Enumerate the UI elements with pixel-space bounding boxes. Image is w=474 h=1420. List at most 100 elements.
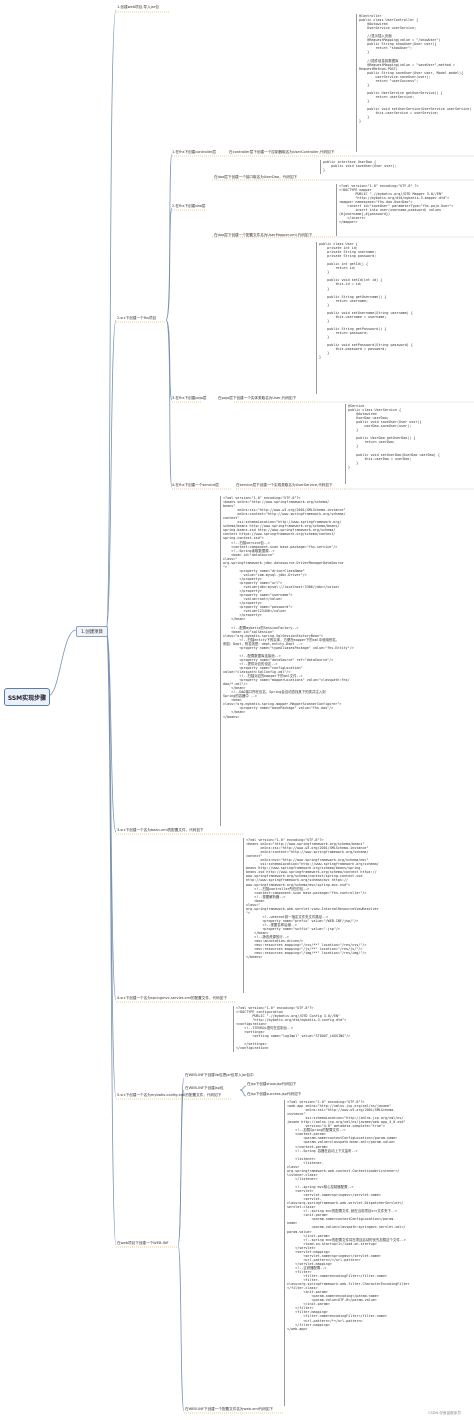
web-xml-code-line: <!--spring mvc核心控制器配置--> xyxy=(287,1184,354,1189)
dao-mapper-code-line: "http://mybatis.org/dtd/mybatis-3-mapper… xyxy=(339,196,450,201)
step-node-4[interactable]: 4.src下创建一个名为springmvc-servlet.xml的配置文件，代… xyxy=(117,996,227,1000)
springmvc-xml-code-line: www.springframework.org/schema/context/s… xyxy=(246,874,363,879)
webinf-lib-node[interactable]: 在WEB-INF下创建lib包把jar包导入jar包中 xyxy=(185,1073,254,1077)
pojo-code-line: } xyxy=(319,270,330,275)
bean-xml-code-line: <property name="dataSource" ref="dataSou… xyxy=(223,657,334,662)
pojo-code-line: } xyxy=(319,335,330,340)
root-node[interactable]: SSM实现步骤 xyxy=(4,688,50,706)
bean-xml-code-line: context" xyxy=(223,516,240,521)
service-code-line: @Service xyxy=(348,404,365,408)
fhs-dao-node[interactable]: 2.在fhs下创建dao层 xyxy=(172,204,206,208)
dao-mapper-code-line: PUBLIC "-//mybatis.org//DTD Mapper 3.0//… xyxy=(339,192,444,197)
springmvc-xml-code-line: <mvc:annotation-driven/> xyxy=(246,939,304,944)
bean-xml-code-line: spring-context.xsd"> xyxy=(223,536,264,541)
bean-xml-code-line: value="classpath:SqlConfig.xml"/> xyxy=(223,670,291,675)
springmvc-xml-code-line: http://www.springframework.org/schema/mv… xyxy=(246,878,349,883)
webinf-jsp-node[interactable]: 在WEB-INF下创建jsp包 xyxy=(185,1086,224,1090)
step-node-6[interactable]: 在web项目下创建一个WEB-INF xyxy=(117,1241,169,1245)
dao-interface-code-line: } xyxy=(323,168,326,173)
controller-code-line: //显示插入页面 xyxy=(359,34,392,39)
webinf-webxml-node[interactable]: 在WEB-INF下创建一个配置文件名为web.xml代码如下 xyxy=(185,1407,274,1411)
web-xml-code-line: <!--过滤器配置--> xyxy=(287,1265,327,1270)
controller-code-line: public void setUserService(UserService u… xyxy=(359,107,473,112)
springmvc-xml-code-line: beans.xsd http://www.springframework.org… xyxy=(246,870,377,875)
mybatis-config-code: <?xml version="1.0" encoding="UTF-8"?> <!… xyxy=(233,1006,416,1052)
fhs-controller-node[interactable]: 1.在fhs下创建controller层 xyxy=(172,150,216,154)
service-note[interactable]: 在service层下创建一个实现类取名为UserService,代码如下 xyxy=(236,483,333,487)
web-xml-code-line: <!--Spring 容器在启动上下文监听--> xyxy=(287,1148,358,1153)
springmvc-xml-code-line: </beans> xyxy=(246,955,263,960)
service-code-line: } xyxy=(348,444,359,449)
pojo-code-line: this.username = username; xyxy=(319,314,387,319)
controller-code-line: userService.saveUser(user); xyxy=(359,74,431,79)
mybatis-config-code-line: "http://mybatis.org/dtd/mybatis-3-config… xyxy=(236,1018,347,1023)
jsp-show-node[interactable]: 在jsp下创建show.jsp代码如下 xyxy=(247,1082,297,1086)
pojo-code-line: } xyxy=(319,355,322,360)
dao-mapper-code-line: </mapper> xyxy=(339,220,358,225)
bean-xml-code-line: class="org.mybatis.spring.SqlSessionFact… xyxy=(223,633,324,638)
springmvc-xml-code-line: <mvc:resources mapping="/js/**" location… xyxy=(246,947,363,952)
fhs-pojo-node[interactable]: 3.在fhs下创建pojo层 xyxy=(172,396,207,400)
bean-xml-code-line: value="com.mysql.jdbc.Driver"/> xyxy=(223,572,307,577)
bean-xml-code-line: <value>root</value> xyxy=(223,597,283,602)
service-code-line: userDao.saveUser(user); xyxy=(348,424,412,429)
bean-xml-code-line: <property name="url"> xyxy=(223,580,283,585)
springmvc-xml-code-line: xmlns:mvc="http://www.springframework.or… xyxy=(246,858,369,863)
pojo-code-line: } xyxy=(319,318,330,323)
springmvc-xml-code-line: <beans xmlns="http://www.springframework… xyxy=(246,842,365,847)
pojo-note[interactable]: 在pojo层下创建一个实体类取名为User,代码如下 xyxy=(218,396,297,400)
step-node-5[interactable]: 5.src下创建一个名为mybatis-config.xml的配置文件，代码如下 xyxy=(117,1093,222,1097)
pojo-code-line: return id; xyxy=(319,266,356,271)
controller-code-line: //插件信息到数据库 xyxy=(359,58,399,63)
service-code-line: } xyxy=(348,464,351,469)
web-xml-code-line: <!--spring mvc的配置文件将在项目启动时优先加载这个文件--> xyxy=(287,1237,406,1242)
controller-code-line: } xyxy=(359,98,370,103)
web-xml-code-line: class> xyxy=(287,1164,300,1169)
web-xml-code-line: xsi:schemaLocation="http://xmlns.jcp.org… xyxy=(287,1116,404,1121)
service-code-line: public void setUserDao(UserDao userDao) … xyxy=(348,452,440,457)
mybatis-config-code-line: <!--ITENSQL语句在控制台--> xyxy=(236,1026,294,1031)
bean-xml-code-line: </beans> xyxy=(223,714,240,719)
web-xml-code-line: listener-class> xyxy=(287,1172,318,1177)
springmvc-xml-code-line: class=" xyxy=(246,902,261,907)
bean-xml-code-line: <!--Spring读取数据源--> xyxy=(223,548,275,553)
bean-xml-code-line: xsi:schemaLocation="http://www.springfra… xyxy=(223,520,342,525)
web-xml-code-line: class>org.springframework.web.filter.Cha… xyxy=(287,1282,410,1287)
step-node-3[interactable]: 3.src下创建一个名为bean.xml的配置文件，代码如下 xyxy=(117,828,204,832)
main-label: 1.创建项目 xyxy=(81,629,103,635)
dao-interface-code: public interface UserDao { public void s… xyxy=(320,160,443,174)
bean-xml-code-line: <value>123456</value> xyxy=(223,609,287,614)
dao-mapper-note[interactable]: 在dao层下创建一个配置文件名为UserMapper.xml,代码如下 xyxy=(214,233,313,237)
controller-note[interactable]: 在controller层下创建一个控制器取名为UserController,代码… xyxy=(229,150,335,154)
bean-xml-code-line: <beans xmlns="http://www.springframework… xyxy=(223,500,330,505)
springmvc-xml-code-line: <?xml version="1.0" encoding="UTF-8"?> xyxy=(246,838,324,842)
step-node-1[interactable]: 1.创建web项目,导入jar包 xyxy=(117,5,159,9)
bean-xml-code-line: class=" xyxy=(223,556,238,561)
bean-xml-code-line: class="org.mybatis.spring.mapper.MapperS… xyxy=(223,702,342,707)
service-code-line: return userDao; xyxy=(348,440,395,445)
controller-code-line: UserService userService; xyxy=(359,26,417,31)
main-node[interactable]: 1.创建项目 xyxy=(76,626,108,637)
web-xml-code-line: <servlet-name>springmvc</servlet-name> xyxy=(287,1253,381,1258)
mybatis-config-code-line: <?xml version="1.0" encoding="UTF-8"?> xyxy=(236,1006,314,1010)
fhs-service-node[interactable]: 4.在fhs下创建一个service层 xyxy=(172,483,219,487)
bean-xml-code-line: <property name="username"> xyxy=(223,593,293,598)
web-xml-code-line: instance" xyxy=(287,1112,306,1117)
jsp-success-node[interactable]: 在jsp下创建success.jsp代码如下 xyxy=(247,1092,302,1096)
bean-xml-code-line: <property name="configLocation" xyxy=(223,665,303,670)
mybatis-config-code-line: PUBLIC "-//mybatis.org//DTD Config 3.0//… xyxy=(236,1014,341,1019)
controller-code-line: public class UserController { xyxy=(359,18,419,23)
springmvc-xml-code-line: www.springframework.org/schema/mvc/sprin… xyxy=(246,882,351,887)
springmvc-xml-code-line: context" xyxy=(246,854,263,859)
bean-xml-code-line: <!--配置数据库连接池--> xyxy=(223,653,281,658)
bean-xml-code-line: </bean> xyxy=(223,617,246,622)
dao-interface-note[interactable]: 在dao层下创建一个接口取名为UserDao，代码如下 xyxy=(214,175,298,179)
step-node-2[interactable]: 2.src下创建一个fhs项目 xyxy=(117,316,157,320)
dao-mapper-code-line: (#{username},#{password}) xyxy=(339,212,391,217)
pojo-code-line: private String username; xyxy=(319,250,377,255)
controller-code-line: @Autowired xyxy=(359,22,388,27)
pojo-code-line: private int id; xyxy=(319,246,358,251)
bean-xml-code-line: "> xyxy=(223,564,228,569)
controller-code-line: @RequestMapping(value = "/showUser") xyxy=(359,38,441,43)
